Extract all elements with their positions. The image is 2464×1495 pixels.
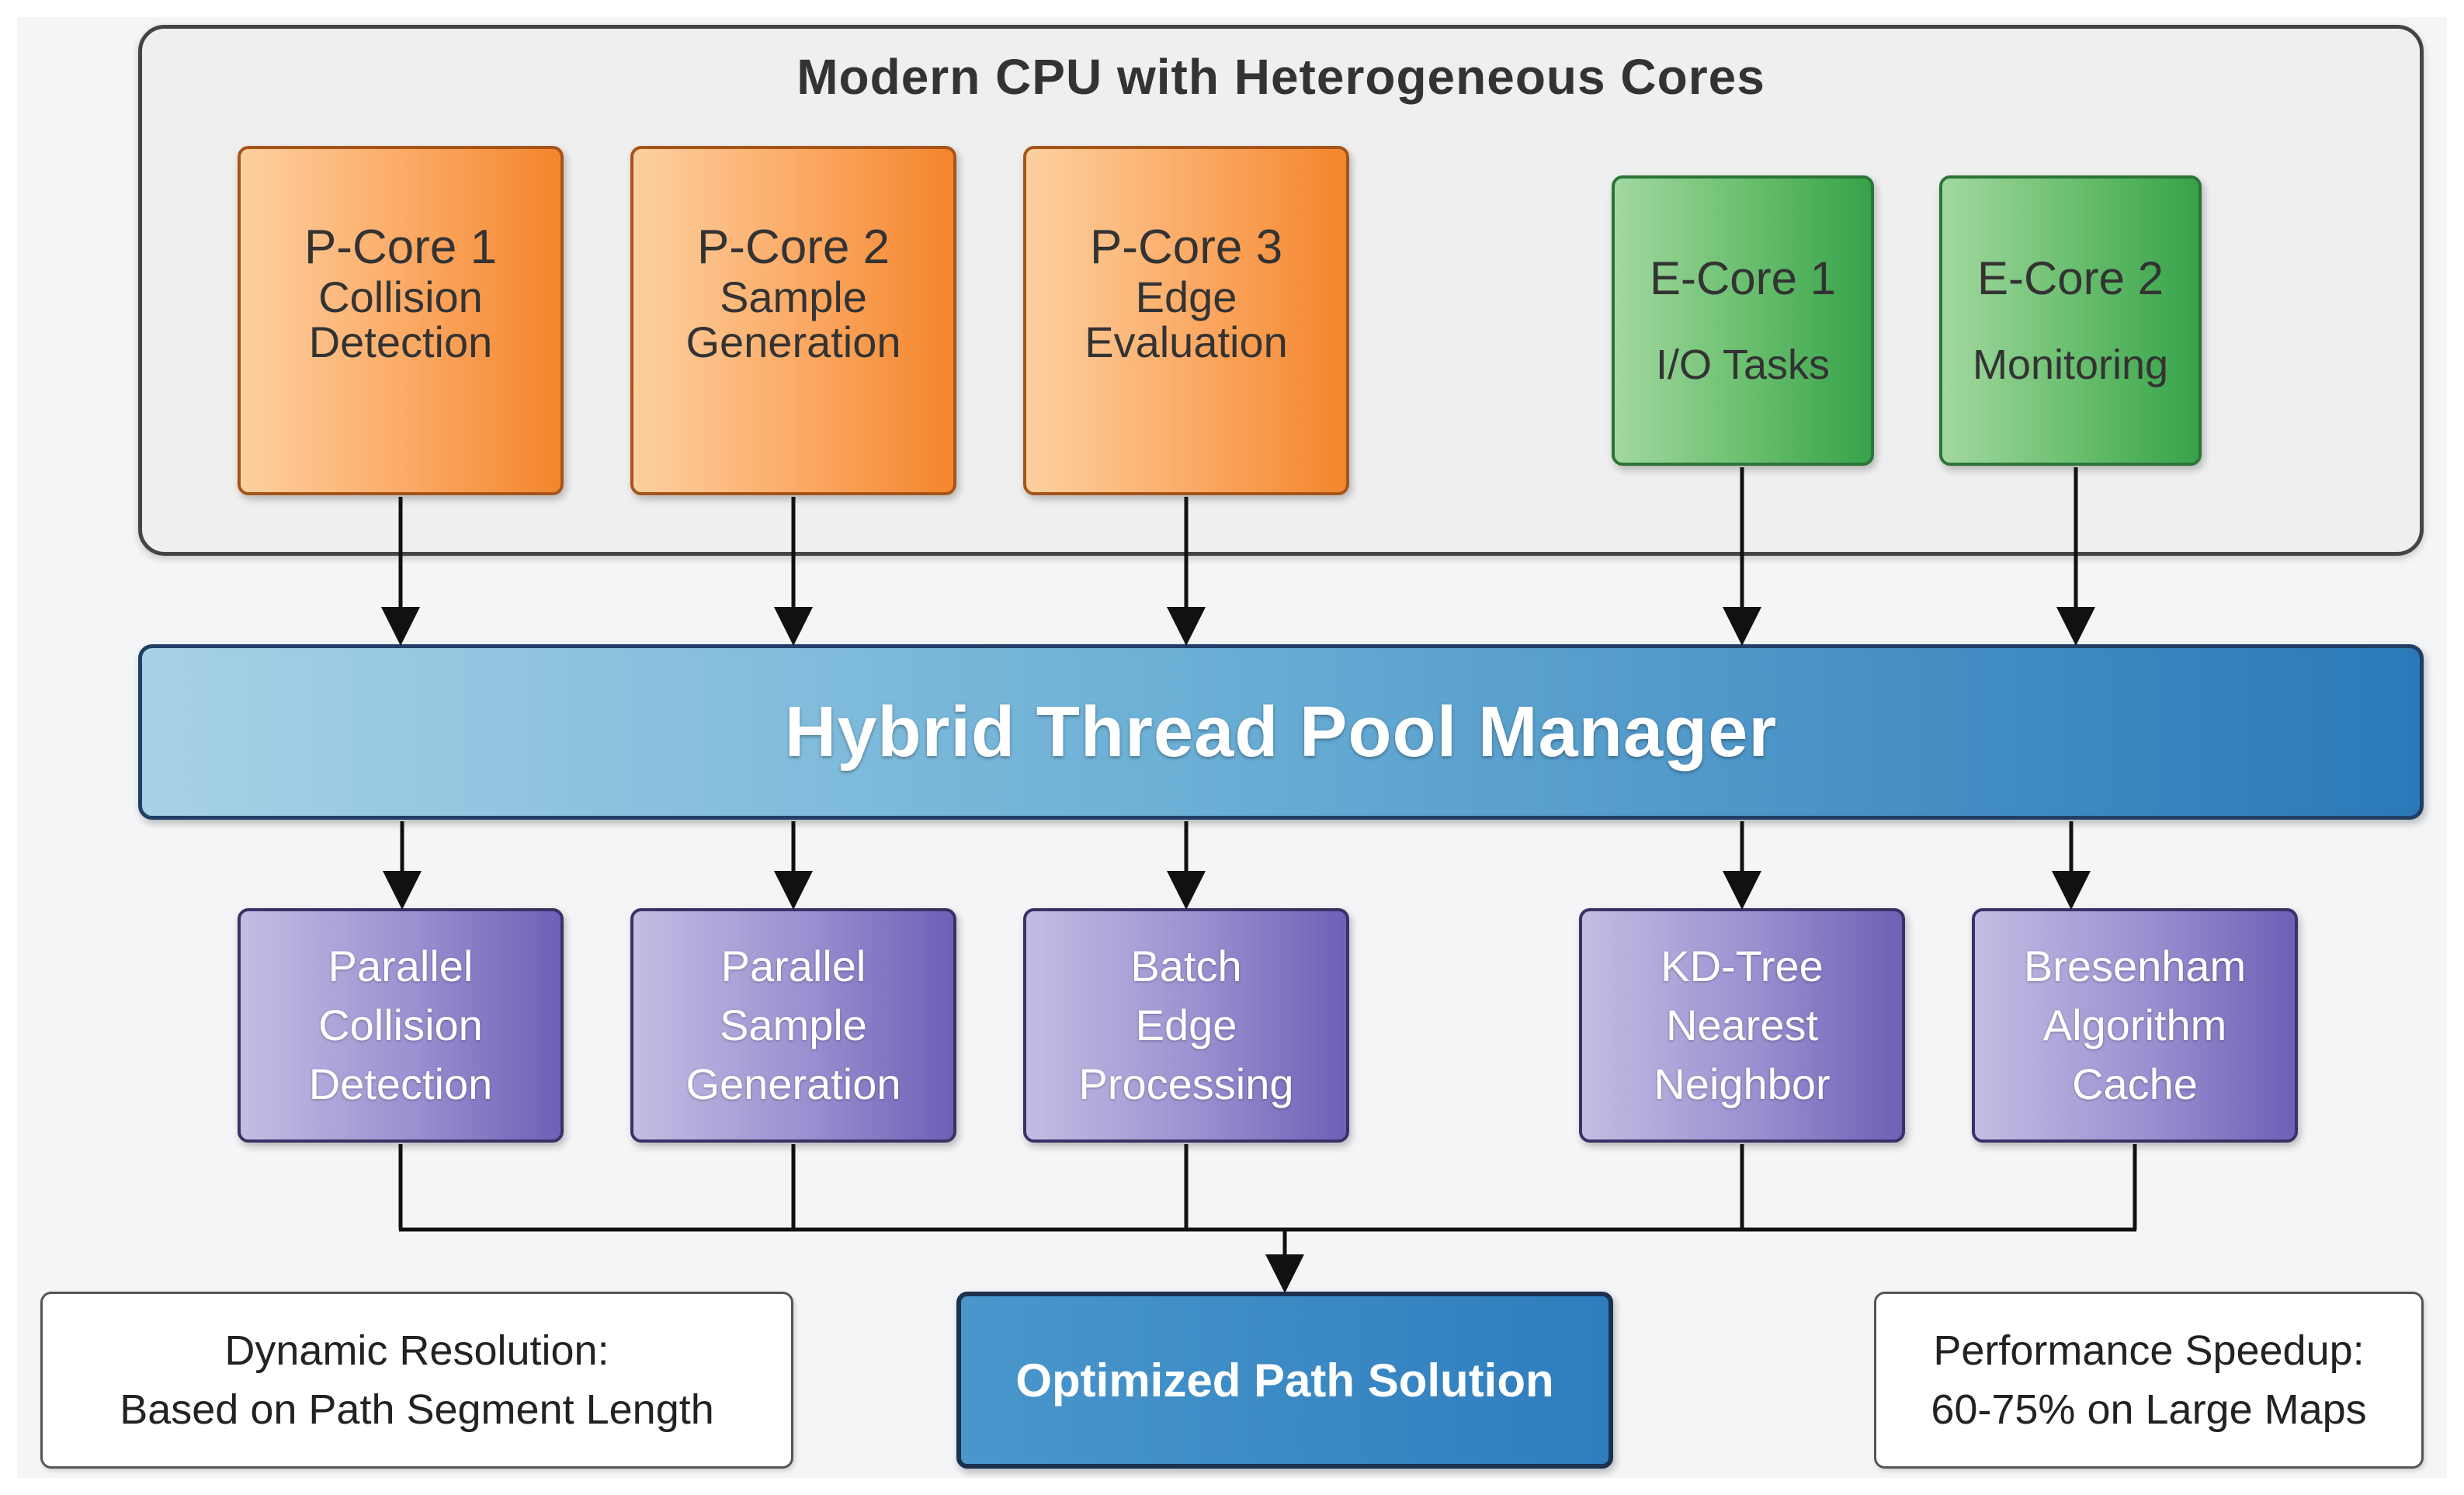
- algorithm-line: Collision: [318, 1001, 483, 1049]
- e-core-2-name: E-Core 2: [1976, 252, 2164, 304]
- algorithm-line: Sample: [720, 1001, 867, 1049]
- algorithm-parallel-collision: Parallel Collision Detection: [238, 908, 564, 1143]
- algorithm-line: Processing: [1078, 1060, 1294, 1108]
- e-core-2-task: Monitoring: [1972, 342, 2169, 388]
- p-core-1-name: P-Core 1: [304, 220, 498, 274]
- p-core-3-task-line1: Edge: [1135, 272, 1237, 321]
- algorithm-line: Edge: [1135, 1001, 1237, 1049]
- algorithm-line: Nearest: [1665, 1001, 1819, 1049]
- p-core-3-name: P-Core 3: [1089, 220, 1283, 274]
- algorithm-line: KD-Tree: [1661, 942, 1824, 990]
- note-line: Based on Path Segment Length: [120, 1386, 714, 1433]
- algorithm-parallel-sample: Parallel Sample Generation: [630, 908, 956, 1143]
- cpu-title: Modern CPU with Heterogeneous Cores: [796, 49, 1765, 105]
- algorithm-line: Parallel: [328, 942, 474, 990]
- algorithm-line: Cache: [2072, 1060, 2198, 1108]
- e-core-1-task: I/O Tasks: [1655, 342, 1831, 388]
- algorithm-line: Batch: [1130, 942, 1242, 990]
- algorithm-line: Parallel: [720, 942, 866, 990]
- e-core-1-name: E-Core 1: [1649, 252, 1837, 304]
- optimized-path-solution: Optimized Path Solution: [956, 1292, 1613, 1469]
- algorithm-kd-tree: KD-Tree Nearest Neighbor: [1579, 908, 1905, 1143]
- p-core-3-task-line2: Evaluation: [1085, 317, 1288, 366]
- algorithm-bresenham: Bresenham Algorithm Cache: [1972, 908, 2298, 1143]
- algorithm-line: Detection: [308, 1060, 493, 1108]
- algorithm-line: Neighbor: [1654, 1060, 1831, 1108]
- p-core-2-task-line1: Sample: [720, 272, 867, 321]
- algorithm-line: Bresenham: [2023, 942, 2247, 990]
- note-line: Performance Speedup:: [1933, 1327, 2365, 1374]
- algorithm-batch-edge: Batch Edge Processing: [1023, 908, 1349, 1143]
- thread-pool-manager: Hybrid Thread Pool Manager: [138, 644, 2424, 820]
- note-dynamic-resolution: Dynamic Resolution: Based on Path Segmen…: [40, 1292, 793, 1469]
- p-core-2-name: P-Core 2: [696, 220, 890, 274]
- p-core-2-task-line2: Generation: [685, 317, 901, 366]
- e-core-1: E-Core 1 I/O Tasks: [1612, 175, 1874, 466]
- algorithm-line: Algorithm: [2042, 1001, 2227, 1049]
- p-core-1-task-line1: Collision: [318, 272, 483, 321]
- note-line: 60-75% on Large Maps: [1931, 1386, 2367, 1433]
- p-core-2: P-Core 2 Sample Generation: [630, 146, 956, 495]
- algorithm-line: Generation: [685, 1060, 901, 1108]
- p-core-1-task-line2: Detection: [308, 317, 493, 366]
- note-performance-speedup: Performance Speedup: 60-75% on Large Map…: [1874, 1292, 2424, 1469]
- e-core-2: E-Core 2 Monitoring: [1939, 175, 2202, 466]
- p-core-1: P-Core 1 Collision Detection: [238, 146, 564, 495]
- p-core-3: P-Core 3 Edge Evaluation: [1023, 146, 1349, 495]
- note-line: Dynamic Resolution:: [224, 1327, 609, 1374]
